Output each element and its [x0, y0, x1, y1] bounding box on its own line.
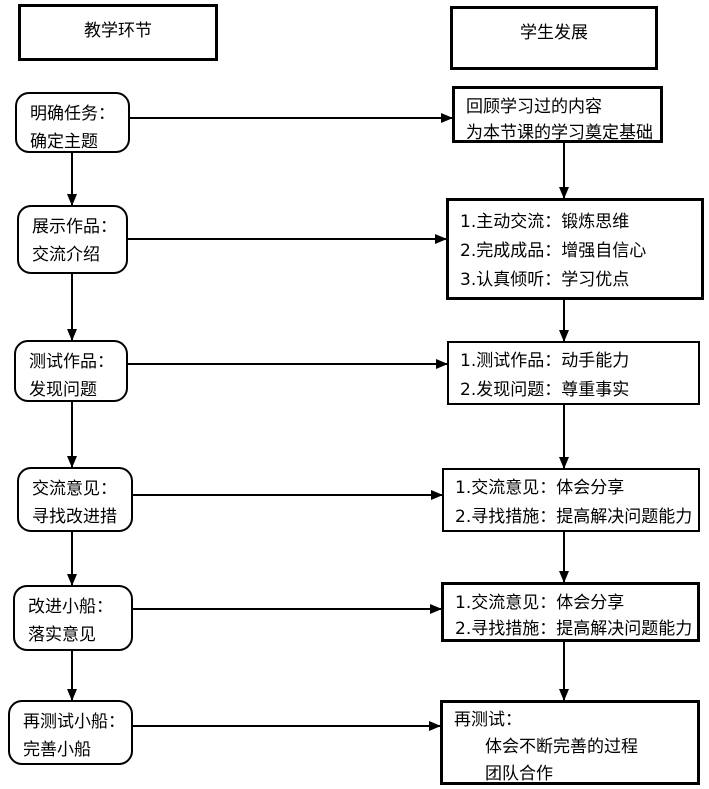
right-node-1-line-2: 为本节课的学习奠定基础	[466, 123, 653, 143]
left-node-4-line-1: 交流意见：	[32, 479, 117, 499]
right-node-3-line-1: 1.测试作品：动手能力	[460, 351, 630, 371]
right-node-6: 再测试： 体会不断完善的过程 团队合作	[440, 700, 700, 785]
arrow-down-right-3	[559, 405, 569, 469]
arrow-right-row-6	[133, 721, 441, 731]
right-node-5-line-2: 2.寻找措施：提高解决问题能力	[455, 619, 693, 639]
arrow-down-left-4	[67, 532, 77, 586]
left-node-1-line-1: 明确任务：	[30, 104, 115, 124]
right-node-6-line-2: 体会不断完善的过程	[485, 737, 638, 757]
right-node-5-line-1: 1.交流意见：体会分享	[455, 593, 625, 613]
left-node-5-line-1: 改进小船：	[28, 597, 113, 617]
right-node-2-line-2: 2.完成成品：增强自信心	[460, 241, 647, 261]
right-node-2-line-1: 1.主动交流：锻炼思维	[460, 212, 630, 232]
left-node-5: 改进小船： 落实意见	[13, 585, 133, 651]
left-node-2-line-2: 交流介绍	[32, 245, 100, 265]
right-node-2-line-3: 3.认真倾听：学习优点	[460, 270, 630, 290]
left-node-6: 再测试小船： 完善小船	[8, 700, 133, 765]
left-node-1: 明确任务： 确定主题	[15, 92, 130, 153]
left-column-header: 教学环节	[18, 4, 218, 61]
right-node-1-line-1: 回顾学习过的内容	[466, 97, 602, 117]
left-column-header-label: 教学环节	[84, 21, 152, 41]
left-node-6-line-1: 再测试小船：	[23, 712, 125, 732]
right-node-4: 1.交流意见：体会分享 2.寻找措施：提高解决问题能力	[442, 468, 700, 532]
left-node-4-line-2: 寻找改进措	[32, 507, 117, 527]
arrow-down-right-5	[559, 642, 569, 701]
right-node-1: 回顾学习过的内容 为本节课的学习奠定基础	[452, 86, 663, 143]
arrow-down-right-2	[559, 300, 569, 342]
right-column-header-label: 学生发展	[520, 23, 588, 43]
arrow-down-right-4	[559, 532, 569, 583]
arrow-right-row-5	[133, 604, 442, 614]
right-node-3-line-2: 2.发现问题：尊重事实	[460, 380, 630, 400]
arrow-down-right-1	[559, 143, 569, 199]
right-node-6-line-1: 再测试：	[454, 710, 522, 730]
left-node-5-line-2: 落实意见	[28, 625, 96, 645]
left-node-4: 交流意见： 寻找改进措	[17, 467, 133, 532]
left-node-3: 测试作品： 发现问题	[14, 340, 128, 402]
arrow-down-left-3	[67, 402, 77, 468]
left-node-3-line-2: 发现问题	[29, 380, 97, 400]
left-node-6-line-2: 完善小船	[23, 740, 91, 760]
arrow-right-row-1	[130, 113, 453, 123]
right-node-2: 1.主动交流：锻炼思维 2.完成成品：增强自信心 3.认真倾听：学习优点	[446, 198, 704, 300]
left-node-2: 展示作品： 交流介绍	[17, 205, 128, 274]
left-node-2-line-1: 展示作品：	[32, 217, 117, 237]
arrow-down-left-5	[67, 651, 77, 701]
arrow-right-row-4	[133, 490, 443, 500]
right-node-4-line-2: 2.寻找措施：提高解决问题能力	[455, 507, 693, 527]
arrow-right-row-3	[128, 359, 448, 369]
right-node-4-line-1: 1.交流意见：体会分享	[455, 478, 625, 498]
arrow-down-left-2	[67, 274, 77, 341]
right-column-header: 学生发展	[450, 6, 658, 70]
left-node-3-line-1: 测试作品：	[29, 352, 114, 372]
arrow-down-left-1	[67, 153, 77, 206]
arrow-right-row-2	[128, 234, 447, 244]
right-node-6-line-3: 团队合作	[485, 764, 553, 784]
right-node-3: 1.测试作品：动手能力 2.发现问题：尊重事实	[447, 341, 700, 405]
right-node-5: 1.交流意见：体会分享 2.寻找措施：提高解决问题能力	[441, 582, 700, 642]
left-node-1-line-2: 确定主题	[30, 132, 98, 152]
